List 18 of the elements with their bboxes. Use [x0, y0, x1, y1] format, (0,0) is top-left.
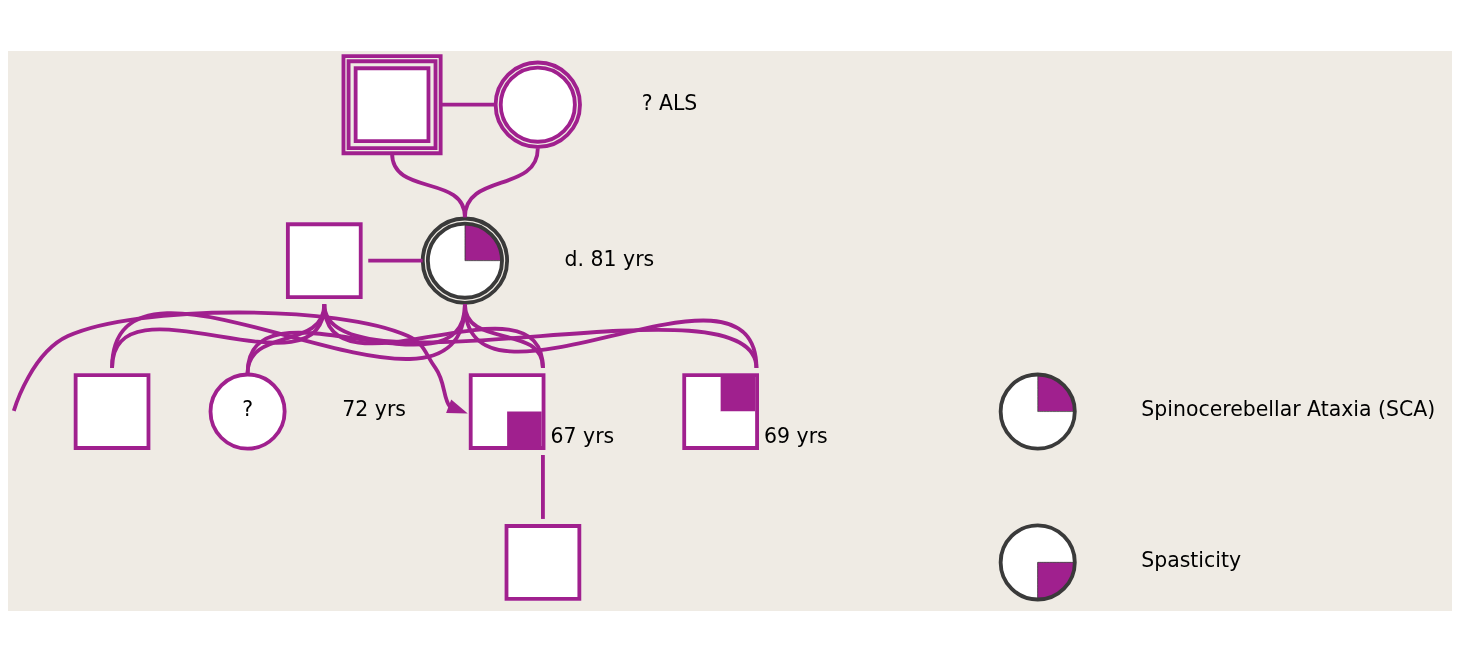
node-label: d. 81 yrs: [564, 246, 655, 271]
node-box: [341, 54, 443, 156]
node-circle: [493, 60, 582, 149]
node-circle: ?: [208, 372, 287, 451]
node-label: 67 yrs: [550, 424, 615, 449]
connector: [322, 303, 759, 369]
connector: [541, 455, 545, 519]
legend-label: Spasticity: [1141, 548, 1242, 573]
connector: [463, 147, 540, 218]
legend-label: Spinocerebellar Ataxia (SCA): [1141, 397, 1436, 422]
node-circle: [420, 216, 510, 305]
connector: [368, 258, 423, 263]
connector: [441, 102, 496, 107]
node-label: 72 yrs: [342, 397, 406, 422]
connector: [463, 303, 759, 369]
arrow: [11, 310, 468, 414]
node-label: ? ALS: [641, 90, 698, 115]
node-label: 69 yrs: [764, 424, 828, 449]
